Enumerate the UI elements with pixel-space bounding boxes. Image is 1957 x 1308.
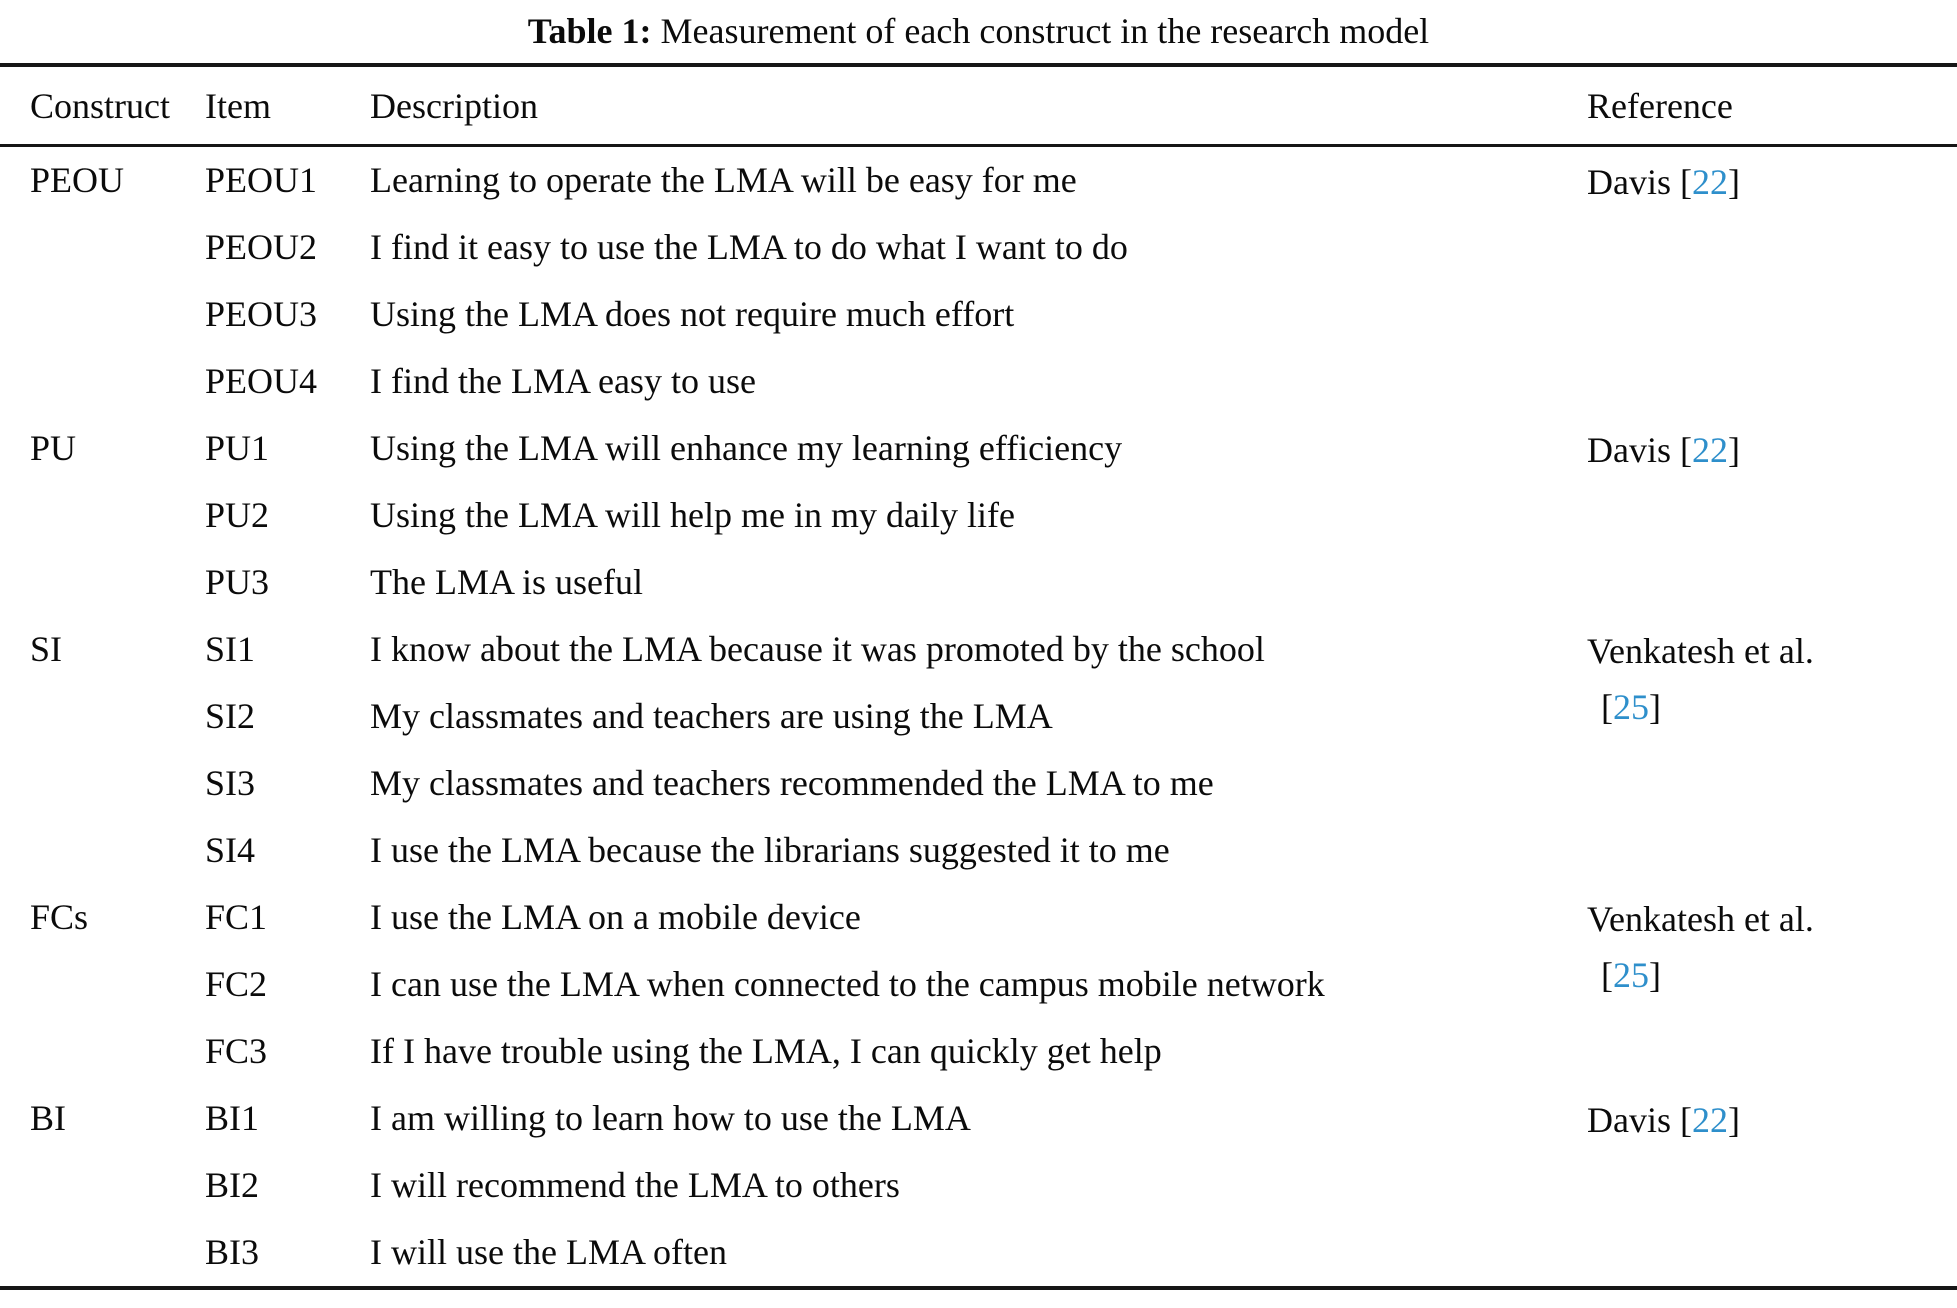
table-row: PU2 Using the LMA will help me in my dai… [0, 482, 1957, 549]
item-id: PEOU1 [205, 160, 318, 200]
reference-cell: Venkatesh et al. [25] [1587, 616, 1957, 884]
item-id: SI1 [205, 629, 256, 669]
item-id: BI3 [205, 1232, 259, 1272]
item-id: PU2 [205, 495, 270, 535]
citation-close-bracket: ] [1649, 955, 1661, 995]
reference-cell: Davis [22] [1587, 415, 1957, 616]
citation-open-bracket: [ [1680, 1100, 1692, 1140]
table-row: PEOU2 I find it easy to use the LMA to d… [0, 214, 1957, 281]
construct-label: PU [30, 428, 77, 468]
item-description: I use the LMA on a mobile device [370, 897, 861, 937]
citation-link[interactable]: 22 [1692, 1100, 1728, 1140]
item-id: FC1 [205, 897, 268, 937]
table-row: PEOU3 Using the LMA does not require muc… [0, 281, 1957, 348]
construct-label: PEOU [30, 160, 125, 200]
citation-link[interactable]: 22 [1692, 430, 1728, 470]
table-caption-label: Table 1: [527, 11, 652, 51]
table-row: FC3 If I have trouble using the LMA, I c… [0, 1018, 1957, 1085]
citation: [22] [1680, 162, 1740, 202]
item-id: PEOU2 [205, 227, 318, 267]
item-description: If I have trouble using the LMA, I can q… [370, 1031, 1162, 1071]
item-description: Using the LMA will enhance my learning e… [370, 428, 1123, 468]
construct-label: FCs [30, 897, 89, 937]
item-id: FC2 [205, 964, 268, 1004]
citation: [22] [1680, 430, 1740, 470]
construct-label: BI [30, 1098, 66, 1138]
reference-cell: Davis [22] [1587, 146, 1957, 416]
item-description: I use the LMA because the librarians sug… [370, 830, 1170, 870]
header-reference: Reference [1587, 65, 1957, 147]
construct-label: SI [30, 629, 63, 669]
citation-open-bracket: [ [1601, 687, 1613, 727]
header-row: Construct Item Description Reference [0, 65, 1957, 147]
table-row: FCs FC1 I use the LMA on a mobile device… [0, 884, 1957, 995]
item-description: I find it easy to use the LMA to do what… [370, 227, 1128, 267]
item-id: SI4 [205, 830, 256, 870]
citation-close-bracket: ] [1728, 1100, 1740, 1140]
table-row: PEOU4 I find the LMA easy to use [0, 348, 1957, 415]
reference-author: Davis [1587, 162, 1671, 202]
table-row: SI4 I use the LMA because the librarians… [0, 817, 1957, 884]
item-description: I will recommend the LMA to others [370, 1165, 900, 1205]
table-caption-text: Measurement of each construct in the res… [660, 11, 1430, 51]
citation: [25] [1601, 947, 1957, 1003]
citation: [25] [1601, 679, 1957, 735]
item-description: I will use the LMA often [370, 1232, 727, 1272]
citation-link[interactable]: 22 [1692, 162, 1728, 202]
table-row: BI2 I will recommend the LMA to others [0, 1152, 1957, 1219]
item-id: SI2 [205, 696, 256, 736]
item-id: PU1 [205, 428, 270, 468]
table-row: BI3 I will use the LMA often [0, 1219, 1957, 1288]
item-description: My classmates and teachers are using the… [370, 696, 1053, 736]
citation-open-bracket: [ [1601, 955, 1613, 995]
table-row: BI BI1 I am willing to learn how to use … [0, 1085, 1957, 1152]
reference-cell: Davis [22] [1587, 1085, 1957, 1288]
item-id: BI2 [205, 1165, 259, 1205]
header-item: Item [205, 65, 370, 147]
table-row: SI2 My classmates and teachers are using… [0, 683, 1957, 750]
reference-author: Venkatesh et al. [1587, 899, 1814, 939]
table-caption: Table 1: Measurement of each construct i… [184, 0, 1774, 63]
table-row: PU PU1 Using the LMA will enhance my lea… [0, 415, 1957, 482]
table-row: SI3 My classmates and teachers recommend… [0, 750, 1957, 817]
citation-close-bracket: ] [1728, 430, 1740, 470]
item-description: I find the LMA easy to use [370, 361, 756, 401]
citation-link[interactable]: 25 [1613, 955, 1649, 995]
item-id: SI3 [205, 763, 256, 803]
citation-open-bracket: [ [1680, 162, 1692, 202]
item-description: I am willing to learn how to use the LMA [370, 1098, 971, 1138]
item-description: I can use the LMA when connected to the … [370, 964, 1325, 1004]
reference-author: Davis [1587, 1100, 1671, 1140]
item-description: My classmates and teachers recommended t… [370, 763, 1214, 803]
item-description: Using the LMA does not require much effo… [370, 294, 1015, 334]
header-description: Description [370, 65, 1587, 147]
item-description: I know about the LMA because it was prom… [370, 629, 1265, 669]
table-row: PEOU PEOU1 Learning to operate the LMA w… [0, 146, 1957, 215]
item-description: Using the LMA will help me in my daily l… [370, 495, 1015, 535]
item-id: PU3 [205, 562, 270, 602]
measurement-table: Construct Item Description Reference PEO… [0, 63, 1957, 1290]
item-id: PEOU3 [205, 294, 318, 334]
citation-link[interactable]: 25 [1613, 687, 1649, 727]
table-row: FC2 I can use the LMA when connected to … [0, 951, 1957, 1018]
reference-author: Davis [1587, 430, 1671, 470]
item-id: PEOU4 [205, 361, 318, 401]
table-row: PU3 The LMA is useful [0, 549, 1957, 616]
item-id: BI1 [205, 1098, 259, 1138]
item-description: The LMA is useful [370, 562, 643, 602]
header-construct: Construct [0, 65, 205, 147]
item-description: Learning to operate the LMA will be easy… [370, 160, 1077, 200]
reference-author: Venkatesh et al. [1587, 631, 1814, 671]
citation: [22] [1680, 1100, 1740, 1140]
item-id: FC3 [205, 1031, 268, 1071]
table-row: SI SI1 I know about the LMA because it w… [0, 616, 1957, 727]
reference-cell: Venkatesh et al. [25] [1587, 884, 1957, 1085]
citation-open-bracket: [ [1680, 430, 1692, 470]
citation-close-bracket: ] [1728, 162, 1740, 202]
citation-close-bracket: ] [1649, 687, 1661, 727]
